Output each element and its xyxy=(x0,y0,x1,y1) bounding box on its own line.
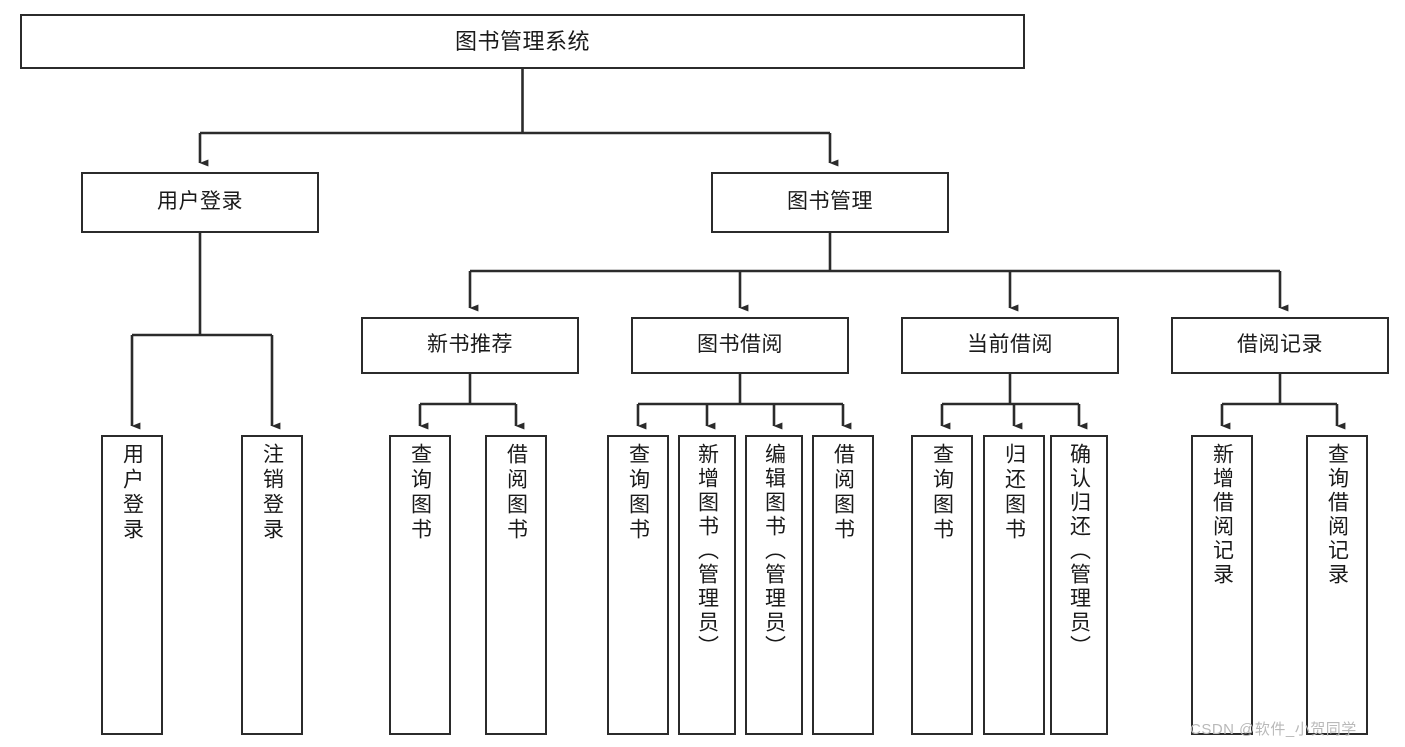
node-leaf-add-record[interactable]: 新增借阅记录 xyxy=(1191,435,1253,735)
node-leaf-user-login-label: 用户登录 xyxy=(120,443,144,543)
node-leaf-return-book[interactable]: 归还图书 xyxy=(983,435,1045,735)
node-leaf-borrow-book-2[interactable]: 借阅图书 xyxy=(812,435,874,735)
node-leaf-logout[interactable]: 注销登录 xyxy=(241,435,303,735)
csdn-watermark: CSDN @软件_小贺同学 xyxy=(1190,721,1357,738)
node-leaf-add-book[interactable]: 新增图书（管理员） xyxy=(678,435,736,735)
node-leaf-confirm-return[interactable]: 确认归还（管理员） xyxy=(1050,435,1108,735)
node-book-borrow-label: 图书借阅 xyxy=(697,333,783,357)
node-book-borrow[interactable]: 图书借阅 xyxy=(631,317,849,374)
node-root[interactable]: 图书管理系统 xyxy=(20,14,1025,69)
node-leaf-logout-label: 注销登录 xyxy=(260,443,284,543)
node-book-manage[interactable]: 图书管理 xyxy=(711,172,949,233)
node-user-login[interactable]: 用户登录 xyxy=(81,172,319,233)
node-leaf-query-record[interactable]: 查询借阅记录 xyxy=(1306,435,1368,735)
node-new-book-rec-label: 新书推荐 xyxy=(427,333,513,357)
node-current-borrow[interactable]: 当前借阅 xyxy=(901,317,1119,374)
node-leaf-edit-book[interactable]: 编辑图书（管理员） xyxy=(745,435,803,735)
node-leaf-add-record-label: 新增借阅记录 xyxy=(1210,443,1234,587)
node-current-borrow-label: 当前借阅 xyxy=(967,333,1053,357)
node-borrow-record-label: 借阅记录 xyxy=(1237,333,1323,357)
node-leaf-query-book-2[interactable]: 查询图书 xyxy=(607,435,669,735)
node-leaf-query-book-3-label: 查询图书 xyxy=(930,443,954,543)
node-leaf-query-book-2-label: 查询图书 xyxy=(626,443,650,543)
node-leaf-confirm-return-label: 确认归还（管理员） xyxy=(1067,443,1091,659)
node-leaf-query-book-1[interactable]: 查询图书 xyxy=(389,435,451,735)
node-leaf-query-book-1-label: 查询图书 xyxy=(408,443,432,543)
node-book-manage-label: 图书管理 xyxy=(787,190,873,214)
node-leaf-query-record-label: 查询借阅记录 xyxy=(1325,443,1349,587)
node-leaf-user-login[interactable]: 用户登录 xyxy=(101,435,163,735)
node-leaf-add-book-label: 新增图书（管理员） xyxy=(695,443,719,659)
node-new-book-rec[interactable]: 新书推荐 xyxy=(361,317,579,374)
node-leaf-borrow-book-1-label: 借阅图书 xyxy=(504,443,528,543)
node-leaf-borrow-book-2-label: 借阅图书 xyxy=(831,443,855,543)
node-leaf-edit-book-label: 编辑图书（管理员） xyxy=(762,443,786,659)
node-root-label: 图书管理系统 xyxy=(454,28,590,54)
node-leaf-query-book-3[interactable]: 查询图书 xyxy=(911,435,973,735)
node-leaf-borrow-book-1[interactable]: 借阅图书 xyxy=(485,435,547,735)
node-borrow-record[interactable]: 借阅记录 xyxy=(1171,317,1389,374)
node-user-login-label: 用户登录 xyxy=(157,190,243,214)
node-leaf-return-book-label: 归还图书 xyxy=(1002,443,1026,543)
